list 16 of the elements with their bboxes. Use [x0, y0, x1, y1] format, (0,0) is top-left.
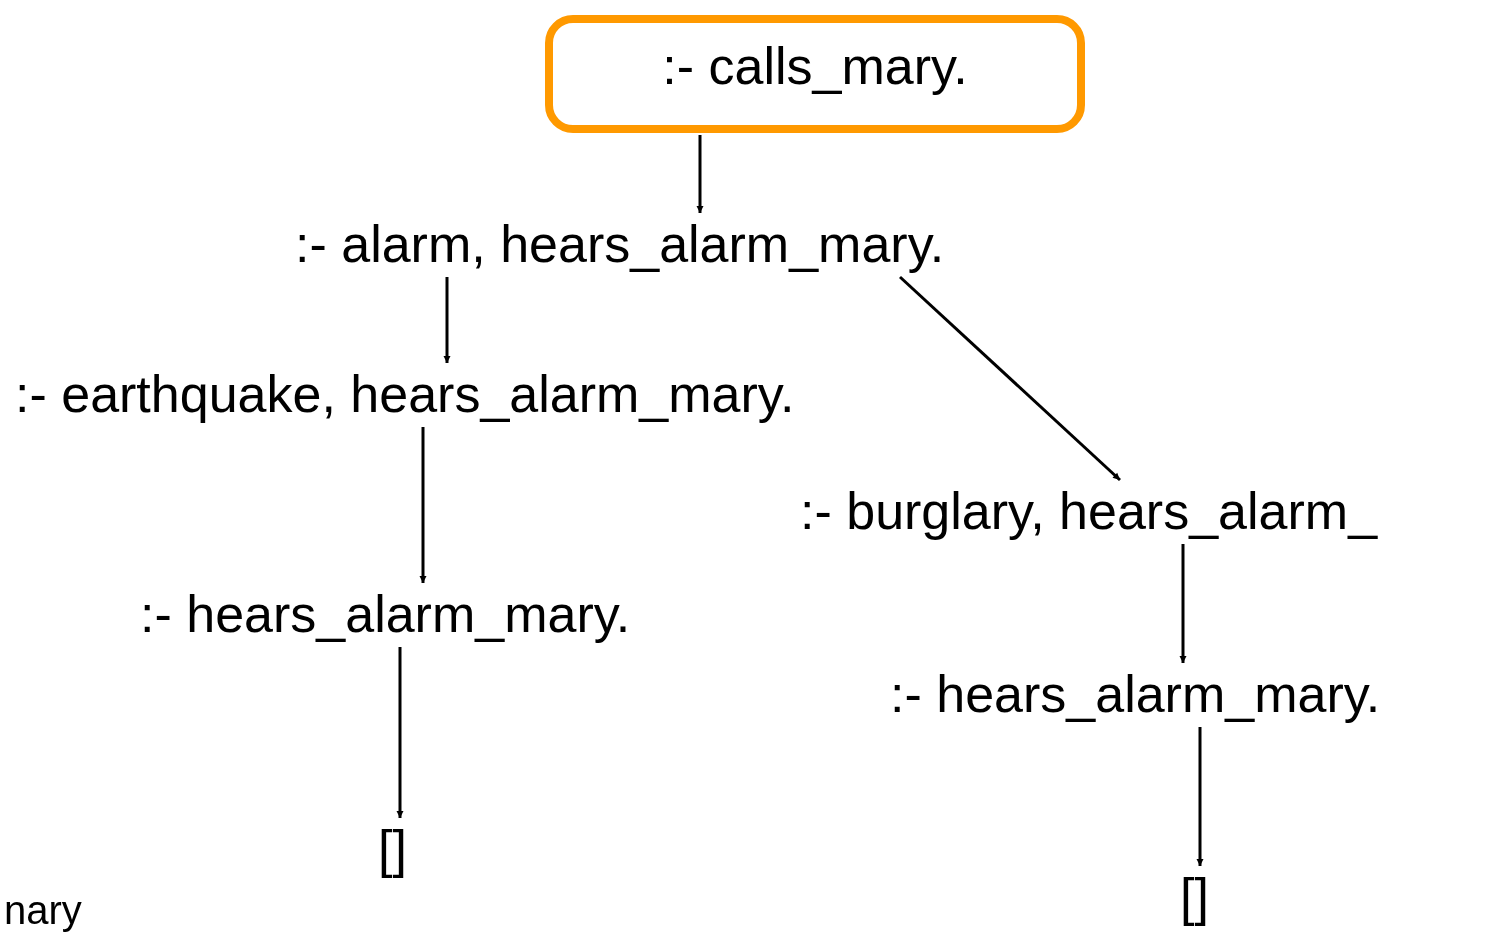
goal-text: :- hears_alarm_mary. — [140, 585, 631, 645]
goal-text: [] — [378, 820, 407, 880]
arrow — [899, 275, 1121, 482]
goal-text: :- alarm, hears_alarm_mary. — [295, 215, 945, 275]
partial-text: nary — [4, 888, 82, 932]
goal-text: :- burglary, hears_alarm_ — [800, 482, 1378, 542]
arrow — [419, 427, 427, 583]
arrow — [1179, 544, 1187, 663]
arrow — [396, 647, 404, 818]
highlighted-goal-box: :- calls_mary. — [545, 15, 1085, 133]
goal-text: [] — [1180, 868, 1209, 928]
arrow — [696, 135, 704, 213]
arrow — [1196, 727, 1204, 866]
goal-text: :- hears_alarm_mary. — [890, 665, 1381, 725]
arrow — [443, 277, 451, 363]
goal-text: :- earthquake, hears_alarm_mary. — [15, 365, 795, 425]
